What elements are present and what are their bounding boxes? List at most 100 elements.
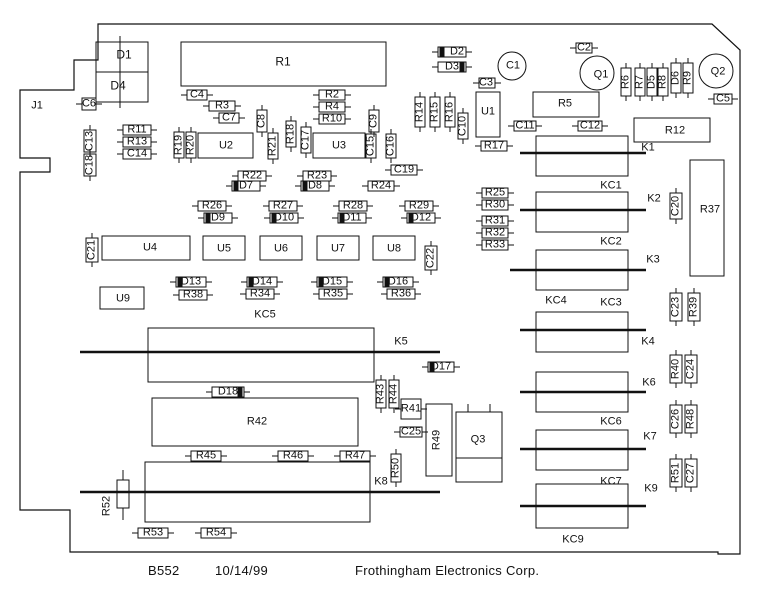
component-outline: [481, 227, 509, 239]
component-outline: [682, 62, 694, 94]
component-outline: [478, 77, 496, 89]
component-outline: [634, 67, 646, 97]
component-outline: [137, 527, 169, 539]
u8-body: [372, 235, 416, 261]
component-outline: [481, 239, 509, 251]
component-outline: [277, 450, 309, 462]
component-outline: [414, 96, 426, 128]
component-outline: [302, 170, 332, 182]
kc1-body: [535, 135, 629, 177]
component-outline: [267, 132, 279, 160]
component-outline: [318, 89, 346, 101]
diode-band: [271, 212, 277, 224]
component-outline: [399, 426, 423, 438]
k5-body: [147, 327, 375, 383]
r42-body: [151, 397, 359, 447]
component-outline: [646, 67, 658, 97]
component-outline: [245, 288, 275, 300]
component-outline: [687, 292, 701, 322]
component-outline: [390, 453, 402, 483]
board-outline: [19, 23, 741, 555]
q1-body: [579, 55, 615, 91]
component-outline: [237, 170, 267, 182]
diode-band: [237, 386, 243, 398]
component-outline: [318, 288, 348, 300]
r5-body: [532, 91, 600, 118]
component-outline: [669, 292, 683, 322]
r1-body: [180, 41, 387, 87]
component-outline: [218, 112, 240, 124]
component-outline: [400, 398, 422, 420]
component-outline: [83, 153, 97, 177]
component-outline: [185, 131, 197, 159]
component-outline: [481, 199, 509, 211]
diode-band: [248, 276, 254, 288]
component-outline: [577, 120, 603, 132]
component-outline: [457, 112, 469, 140]
component-outline: [620, 67, 632, 97]
component-outline: [385, 133, 397, 159]
component-outline: [386, 288, 416, 300]
component-outline: [85, 237, 99, 263]
diode-band: [339, 212, 345, 224]
component-outline: [669, 404, 683, 434]
component-outline: [339, 450, 371, 462]
component-outline: [178, 289, 208, 301]
diode-band: [408, 212, 414, 224]
component-outline: [388, 379, 400, 409]
component-outline: [669, 354, 683, 384]
component-outline: [390, 164, 418, 176]
component-outline: [122, 136, 152, 148]
component-outline: [122, 148, 152, 160]
component-outline: [657, 67, 669, 97]
component-outline: [200, 527, 232, 539]
kc2-body: [535, 191, 629, 233]
diode-band: [205, 212, 211, 224]
component-outline: [338, 200, 368, 212]
diode-band: [384, 276, 390, 288]
component-outline: [367, 180, 395, 192]
component-outline: [83, 129, 97, 153]
component-outline: [669, 192, 683, 220]
u4-body: [101, 235, 191, 261]
component-outline: [713, 93, 733, 105]
component-outline: [300, 126, 312, 154]
u3-body: [312, 132, 366, 159]
diode-band: [233, 180, 239, 192]
u7-body: [316, 235, 360, 261]
component-outline: [122, 124, 152, 136]
q3-body: [455, 411, 503, 483]
component-outline: [481, 187, 509, 199]
c1-body: [497, 51, 527, 81]
r37-body: [689, 159, 725, 277]
component-outline: [684, 354, 698, 384]
u6-body: [259, 235, 303, 261]
component-outline: [669, 458, 683, 488]
kc4-body: [535, 311, 629, 353]
component-outline: [575, 42, 593, 54]
component-outline: [190, 450, 222, 462]
component-outline: [268, 200, 298, 212]
u5-body: [202, 235, 246, 261]
component-outline: [424, 245, 438, 271]
component-outline: [480, 140, 508, 152]
component-outline: [375, 379, 387, 409]
r49-body: [425, 403, 453, 477]
diode-band: [302, 180, 308, 192]
component-outline: [318, 113, 346, 125]
component-outline: [318, 101, 346, 113]
component-outline: [197, 200, 227, 212]
component-outline: [670, 62, 682, 94]
u9-body: [99, 286, 145, 310]
component-outline: [429, 96, 441, 128]
component-outline: [173, 131, 185, 159]
component-outline: [81, 97, 97, 111]
component-outline: [365, 133, 377, 159]
component-outline: [684, 458, 698, 488]
diode-band: [177, 276, 183, 288]
component-outline: [444, 96, 456, 128]
u1-body: [475, 91, 501, 138]
component-outline: [256, 109, 268, 133]
diode-band: [429, 361, 435, 373]
